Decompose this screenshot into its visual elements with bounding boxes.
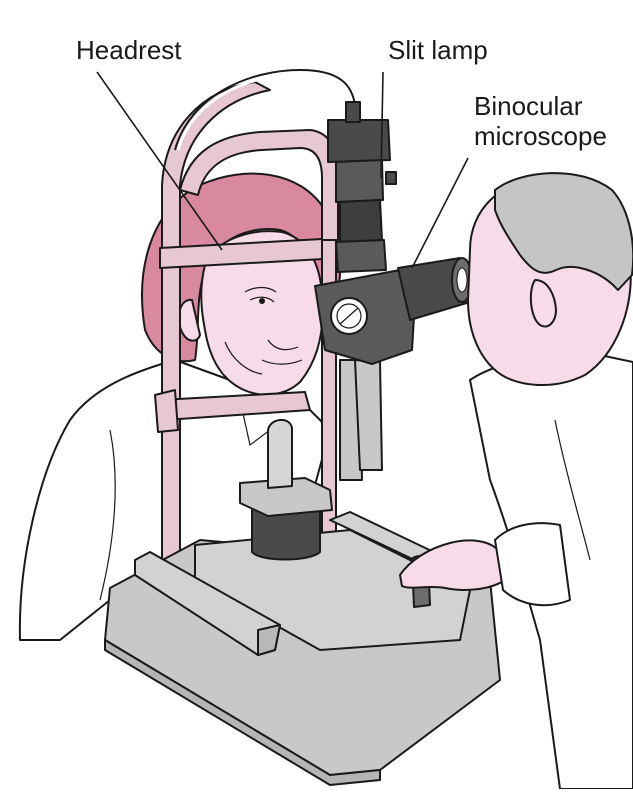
headrest-label: Headrest <box>76 35 182 65</box>
slit-lamp-label: Slit lamp <box>388 35 488 65</box>
binocular-microscope-label-line1: Binocular <box>474 91 582 121</box>
microscope-leader <box>412 158 468 268</box>
binocular-microscope-label-line2: microscope <box>474 121 607 151</box>
